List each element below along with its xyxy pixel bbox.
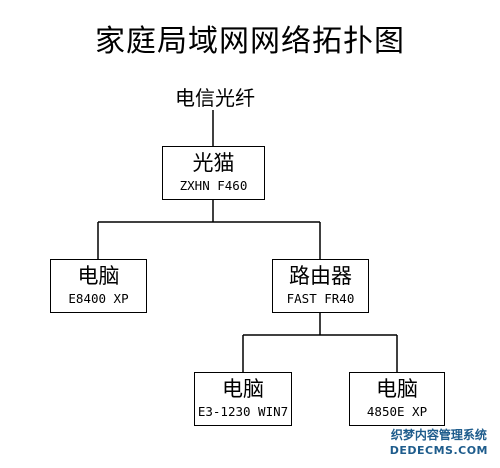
pc-bottom-right-node: 电脑 4850E XP xyxy=(349,372,445,426)
modem-model: ZXHN F460 xyxy=(179,178,248,193)
modem-node: 光猫 ZXHN F460 xyxy=(162,146,265,200)
watermark: 织梦内容管理系统 DEDECMS.COM xyxy=(390,428,488,458)
pc-left-node: 电脑 E8400 XP xyxy=(50,259,147,313)
fiber-source-label: 电信光纤 xyxy=(175,86,255,110)
router-name: 路由器 xyxy=(289,264,352,288)
pc-left-model: E8400 XP xyxy=(68,291,129,306)
diagram-title: 家庭局域网网络拓扑图 xyxy=(95,24,405,59)
pc-bottom-left-name: 电脑 xyxy=(222,377,264,401)
watermark-cn: 织梦内容管理系统 xyxy=(390,428,487,442)
router-model: FAST FR40 xyxy=(286,291,355,306)
pc-bottom-left-node: 电脑 E3-1230 WIN7 xyxy=(194,372,292,426)
pc-bottom-right-model: 4850E XP xyxy=(366,404,428,419)
pc-left-name: 电脑 xyxy=(77,264,120,288)
router-node: 路由器 FAST FR40 xyxy=(272,259,369,313)
modem-name: 光猫 xyxy=(192,151,235,175)
pc-bottom-left-model: E3-1230 WIN7 xyxy=(197,404,289,419)
watermark-en: DEDECMS.COM xyxy=(389,444,488,457)
pc-bottom-right-name: 电脑 xyxy=(376,377,418,401)
